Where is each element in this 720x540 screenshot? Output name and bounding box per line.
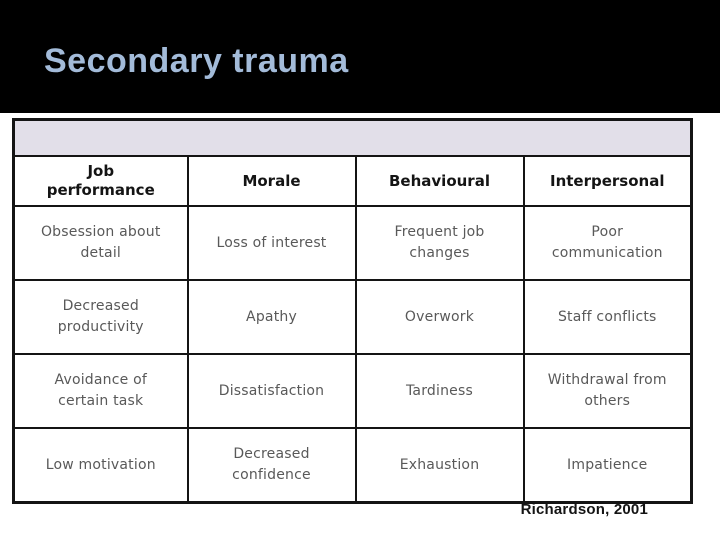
table-cell: Staff conflicts	[522, 279, 693, 355]
column-header-morale: Morale	[186, 155, 357, 207]
table-row: Decreased productivity Apathy Overwork S…	[12, 279, 693, 355]
table-cell: Low motivation	[12, 427, 189, 504]
table-cell: Avoidance of certain task	[12, 353, 189, 429]
table-cell: Tardiness	[354, 353, 525, 429]
table-spacer-cell	[12, 118, 693, 157]
table-cell: Decreased productivity	[12, 279, 189, 355]
table-row: Obsession about detail Loss of interest …	[12, 205, 693, 281]
citation: Richardson, 2001	[520, 501, 648, 518]
table-row: Low motivation Decreased confidence Exha…	[12, 427, 693, 504]
table-cell: Decreased confidence	[186, 427, 357, 504]
table-cell: Exhaustion	[354, 427, 525, 504]
column-header-interpersonal: Interpersonal	[522, 155, 693, 207]
column-header-job-performance: Job performance	[12, 155, 189, 207]
table-cell: Withdrawal from others	[522, 353, 693, 429]
column-header-behavioural: Behavioural	[354, 155, 525, 207]
table-cell: Obsession about detail	[12, 205, 189, 281]
title-banner: Secondary trauma	[0, 0, 720, 113]
table-cell: Poor communication	[522, 205, 693, 281]
table-cell: Impatience	[522, 427, 693, 504]
table-header-row: Job performance Morale Behavioural Inter…	[12, 155, 693, 207]
secondary-trauma-table: Job performance Morale Behavioural Inter…	[12, 118, 693, 504]
table-cell: Overwork	[354, 279, 525, 355]
table-cell: Apathy	[186, 279, 357, 355]
table-cell: Dissatisfaction	[186, 353, 357, 429]
table-spacer-row	[12, 118, 693, 157]
table-cell: Loss of interest	[186, 205, 357, 281]
table-cell: Frequent job changes	[354, 205, 525, 281]
table-row: Avoidance of certain task Dissatisfactio…	[12, 353, 693, 429]
slide-title: Secondary trauma	[44, 42, 349, 80]
